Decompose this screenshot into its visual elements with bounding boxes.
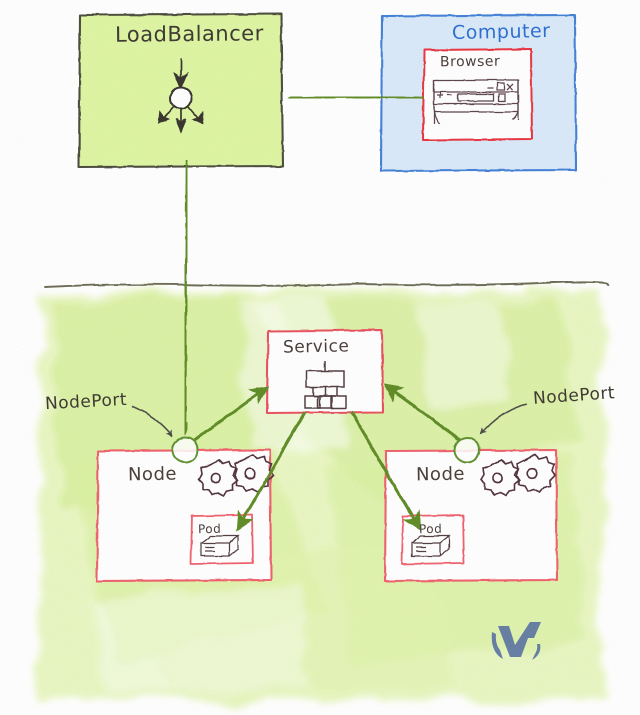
diagram-scene — [0, 0, 640, 715]
paper-grain — [0, 0, 640, 715]
diagram-canvas: LoadBalancer Computer Browser Service No… — [0, 0, 640, 715]
